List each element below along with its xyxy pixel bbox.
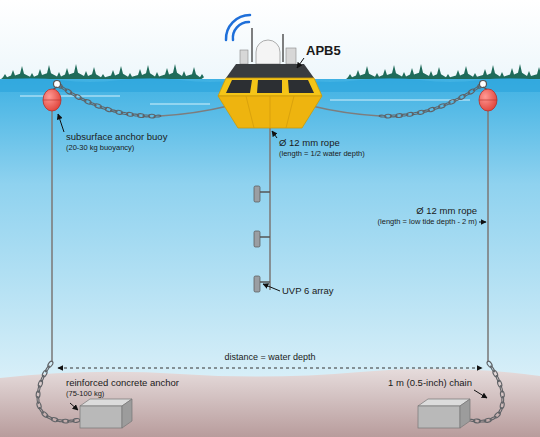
surface-rope xyxy=(160,106,228,116)
hull-facet xyxy=(246,96,294,128)
uvp6-instrument xyxy=(254,186,260,202)
radome xyxy=(256,40,280,64)
chain-guide xyxy=(380,84,483,116)
leader-arrow xyxy=(70,403,78,410)
distance-dimension xyxy=(58,368,482,369)
part-label: Ø 12 mm rope xyxy=(279,138,340,149)
part-label: Ø 12 mm rope xyxy=(416,206,477,217)
part-note: (length = low tide depth - 2 m) xyxy=(378,218,477,227)
sensor-box xyxy=(286,48,296,64)
chain-link xyxy=(73,418,80,423)
instrument-arm xyxy=(259,192,270,282)
chain-guide xyxy=(470,362,503,421)
leader-arrow xyxy=(58,114,64,132)
uvp-rope xyxy=(269,128,271,290)
uvp6-instrument xyxy=(254,276,260,292)
uvp6-instrument xyxy=(254,231,260,247)
concrete-anchor xyxy=(80,399,132,428)
shackle-ring xyxy=(54,81,61,88)
chain-link xyxy=(379,115,386,117)
concrete-anchor xyxy=(418,399,470,428)
leader-arrow xyxy=(297,58,304,68)
leader-arrow xyxy=(474,390,487,398)
vertical-rope xyxy=(487,111,489,362)
anchor-front xyxy=(418,406,460,428)
chain-link xyxy=(494,411,502,418)
anchor-side xyxy=(460,399,470,428)
solar-panel xyxy=(226,80,314,93)
chain-link xyxy=(39,407,44,414)
uvp6-array xyxy=(254,186,270,292)
leader-arrow xyxy=(272,131,277,138)
tree-silhouette xyxy=(345,64,540,80)
buoy-seam xyxy=(479,100,497,101)
leader-arrow xyxy=(479,222,486,223)
vertical-rope xyxy=(51,111,53,362)
leader-arrow xyxy=(263,284,280,291)
sensor-box xyxy=(240,50,248,64)
buoy-seam xyxy=(43,100,61,101)
antenna xyxy=(251,28,253,62)
part-label: 1 m (0.5-inch) chain xyxy=(388,378,472,389)
part-label: UVP 6 array xyxy=(282,286,334,297)
dimension-label: distance = water depth xyxy=(225,352,316,362)
buoy-top xyxy=(226,64,314,78)
anchor-side xyxy=(122,399,132,428)
wireless-signal xyxy=(233,22,249,40)
sea-floor xyxy=(0,369,540,437)
buoy-hull xyxy=(218,78,322,96)
water xyxy=(0,79,540,379)
anchor-buoy xyxy=(43,89,61,111)
sky xyxy=(0,0,540,80)
chain-link xyxy=(154,115,161,117)
chains xyxy=(36,82,505,423)
buoy-hull xyxy=(218,96,322,128)
anchor-buoy xyxy=(479,89,497,111)
part-note: (75-100 kg) xyxy=(66,390,104,399)
part-note: (20-30 kg buoyancy) xyxy=(66,144,134,153)
chain-guide xyxy=(57,84,160,116)
anchor-front xyxy=(80,406,122,428)
tree-silhouette xyxy=(0,64,204,80)
water-surface xyxy=(0,78,540,92)
part-label: reinforced concrete anchor xyxy=(66,378,179,389)
surface-rope xyxy=(312,106,380,116)
buoy-name: APB5 xyxy=(306,44,341,59)
part-note: (length = 1/2 water depth) xyxy=(279,150,365,159)
shackle-ring xyxy=(480,81,487,88)
wireless-signal xyxy=(226,15,250,40)
apb5-buoy xyxy=(218,15,322,128)
antenna xyxy=(282,34,284,62)
part-label: subsurface anchor buoy xyxy=(66,132,167,143)
